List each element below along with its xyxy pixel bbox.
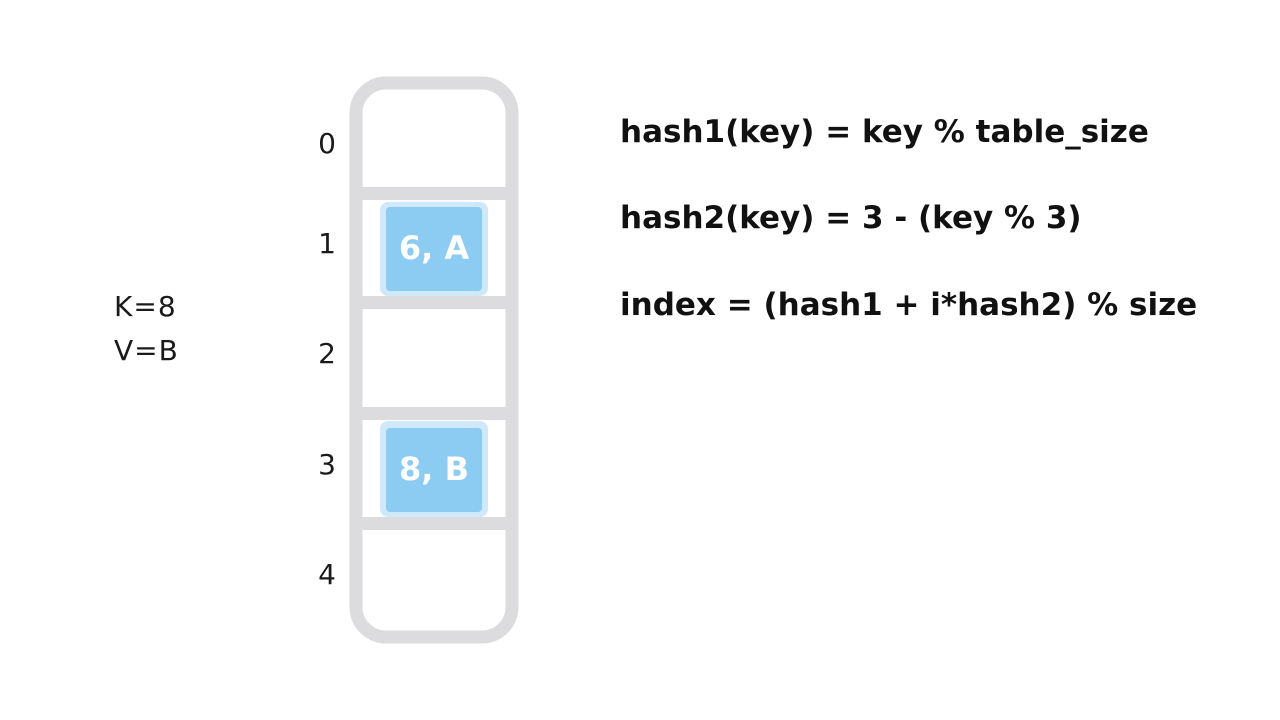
value-label: V=B bbox=[114, 334, 179, 367]
hash2-formula: hash2(key) = 3 - (key % 3) bbox=[620, 200, 1082, 236]
entry-cell-text: 8, B bbox=[399, 450, 469, 488]
hash1-formula: hash1(key) = key % table_size bbox=[620, 114, 1149, 150]
index-formula: index = (hash1 + i*hash2) % size bbox=[620, 287, 1198, 323]
slot-divider bbox=[362, 407, 506, 420]
slot-index-1: 1 bbox=[318, 227, 336, 260]
entry-cell bbox=[386, 428, 482, 512]
entry-cell bbox=[386, 207, 482, 291]
slot-index-3: 3 bbox=[318, 448, 336, 481]
slot-index-0: 0 bbox=[318, 127, 336, 160]
hash-table-frame bbox=[349, 76, 519, 644]
slot-divider bbox=[362, 187, 506, 200]
slot-divider bbox=[362, 296, 506, 309]
slot-index-2: 2 bbox=[318, 337, 336, 370]
slot-divider bbox=[362, 517, 506, 530]
slot-index-4: 4 bbox=[318, 558, 336, 591]
key-label: K=8 bbox=[114, 290, 177, 323]
entry-cell-text: 6, A bbox=[398, 229, 470, 267]
